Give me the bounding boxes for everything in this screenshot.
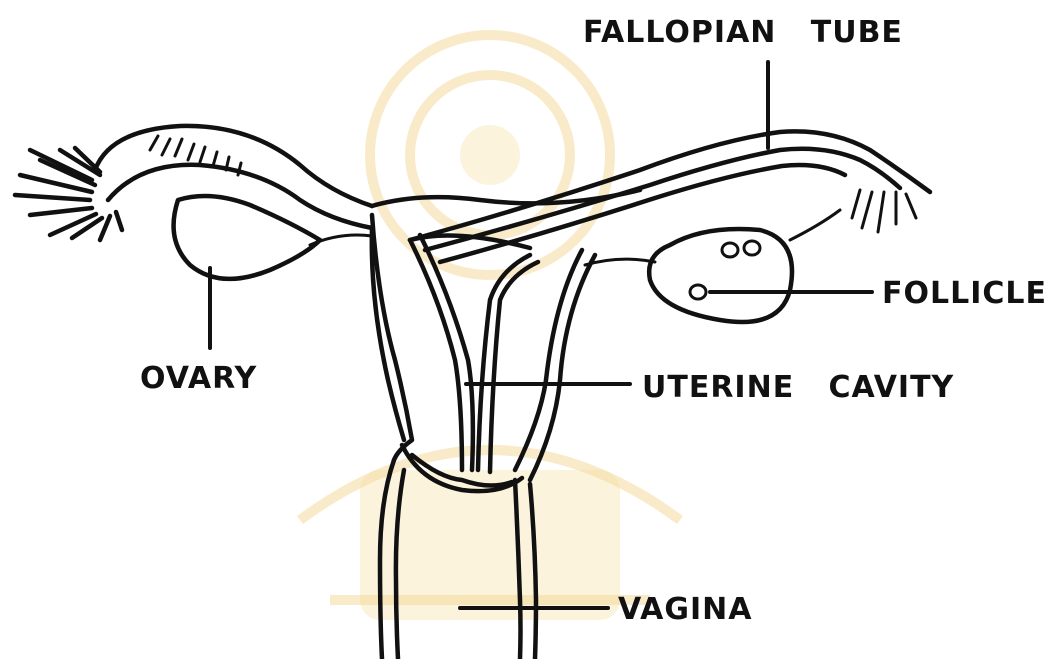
right-ovary	[585, 210, 840, 322]
label-fallopian-tube: FALLOPIAN TUBE	[583, 15, 903, 50]
left-fallopian-tube	[95, 126, 372, 228]
left-ovary	[174, 196, 372, 279]
label-vagina: VAGINA	[618, 592, 753, 627]
label-follicle: FOLLICLE	[882, 276, 1047, 311]
watermark-emblem	[300, 35, 680, 620]
label-ovary: OVARY	[140, 361, 258, 396]
left-fimbriae	[15, 148, 122, 240]
label-uterine-cavity: UTERINE CAVITY	[642, 370, 955, 405]
